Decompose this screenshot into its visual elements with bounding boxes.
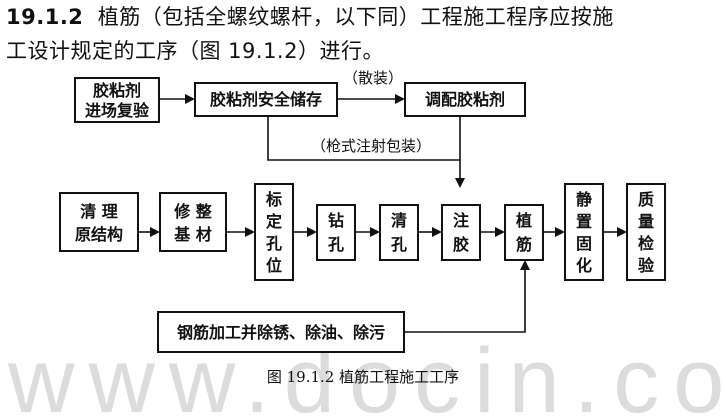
box-clear-holes-char-2: 孔 bbox=[391, 235, 407, 254]
box-trim-substrate bbox=[159, 192, 227, 252]
box-mark-holes-char-2: 定 bbox=[265, 212, 282, 231]
box-drill-holes-char-1: 钻 bbox=[328, 211, 344, 230]
section-number: 19.1.2 bbox=[6, 5, 84, 29]
box-quality-inspection-char-4: 验 bbox=[638, 256, 655, 275]
arrowhead bbox=[495, 227, 505, 237]
box-inject-adhesive bbox=[441, 204, 481, 261]
label-gun-injection: （枪式注射包装） bbox=[311, 137, 431, 155]
line-storage-gun-path bbox=[267, 116, 460, 161]
arrowhead bbox=[432, 227, 442, 237]
box-static-cure-char-3: 固 bbox=[576, 234, 592, 253]
figure-caption: 图 19.1.2 植筋工程施工工序 bbox=[267, 368, 459, 386]
box-rebar-preparation-label: 钢筋加工并除锈、除油、除污 bbox=[177, 323, 385, 342]
box-plant-rebar bbox=[504, 204, 544, 261]
box-clean-structure bbox=[59, 192, 139, 252]
box-mark-holes-char-1: 标 bbox=[265, 190, 282, 209]
arrowhead bbox=[185, 94, 195, 104]
box-quality-inspection-char-2: 量 bbox=[638, 212, 654, 231]
box-mark-holes-char-3: 孔 bbox=[266, 234, 282, 253]
box-inject-adhesive-char-1: 注 bbox=[453, 211, 469, 230]
arrowhead bbox=[395, 94, 405, 104]
heading-text-1: 植筋（包括全螺纹螺杆，以下同）工程施工程序应按施 bbox=[97, 5, 614, 29]
arrowhead bbox=[617, 227, 627, 237]
box-adhesive-storage-label: 胶粘剂安全储存 bbox=[210, 90, 322, 109]
label-bulk: （散装） bbox=[343, 69, 403, 87]
box-quality-inspection bbox=[626, 183, 666, 281]
arrowhead bbox=[520, 260, 530, 270]
arrowhead bbox=[307, 227, 317, 237]
box-clear-holes bbox=[379, 204, 419, 261]
arrowhead bbox=[370, 227, 380, 237]
box-clean-structure-line-1: 清 理 bbox=[80, 202, 118, 221]
box-clean-structure-line-2: 原结构 bbox=[75, 225, 123, 244]
box-quality-inspection-char-1: 质 bbox=[638, 190, 654, 209]
arrowhead bbox=[455, 178, 465, 188]
box-drill-holes-char-2: 孔 bbox=[328, 235, 344, 254]
box-quality-inspection-char-3: 检 bbox=[638, 234, 654, 253]
box-adhesive-review bbox=[74, 77, 160, 123]
box-trim-substrate-line-2: 基 材 bbox=[173, 225, 212, 244]
arrow-rebar-to-plant bbox=[404, 268, 526, 333]
box-adhesive-review-line-2: 进场复验 bbox=[85, 101, 150, 120]
arrowhead bbox=[555, 227, 565, 237]
box-rebar-preparation bbox=[157, 311, 405, 353]
box-static-cure bbox=[564, 183, 604, 281]
heading-line-2: 工设计规定的工序（图 19.1.2）进行。 bbox=[6, 39, 384, 63]
box-static-cure-char-1: 静 bbox=[576, 190, 592, 209]
box-adhesive-review-line-1: 胶粘剂 bbox=[93, 81, 141, 100]
arrowhead bbox=[245, 227, 255, 237]
box-static-cure-char-2: 置 bbox=[576, 212, 592, 231]
box-trim-substrate-line-1: 修 整 bbox=[173, 202, 212, 221]
box-drill-holes bbox=[316, 204, 356, 261]
box-mark-holes-char-4: 位 bbox=[266, 256, 282, 275]
box-inject-adhesive-char-2: 胶 bbox=[453, 235, 469, 254]
box-mix-adhesive-label: 调配胶粘剂 bbox=[425, 90, 505, 109]
box-plant-rebar-char-2: 筋 bbox=[515, 235, 532, 254]
arrowhead bbox=[150, 227, 160, 237]
box-adhesive-storage bbox=[194, 82, 338, 117]
box-static-cure-char-4: 化 bbox=[576, 256, 592, 275]
box-clear-holes-char-1: 清 bbox=[391, 211, 407, 230]
box-plant-rebar-char-1: 植 bbox=[515, 211, 532, 230]
heading-line-1: 19.1.2 植筋（包括全螺纹螺杆，以下同）工程施工程序应按施 bbox=[6, 4, 614, 30]
box-mix-adhesive bbox=[404, 82, 526, 117]
